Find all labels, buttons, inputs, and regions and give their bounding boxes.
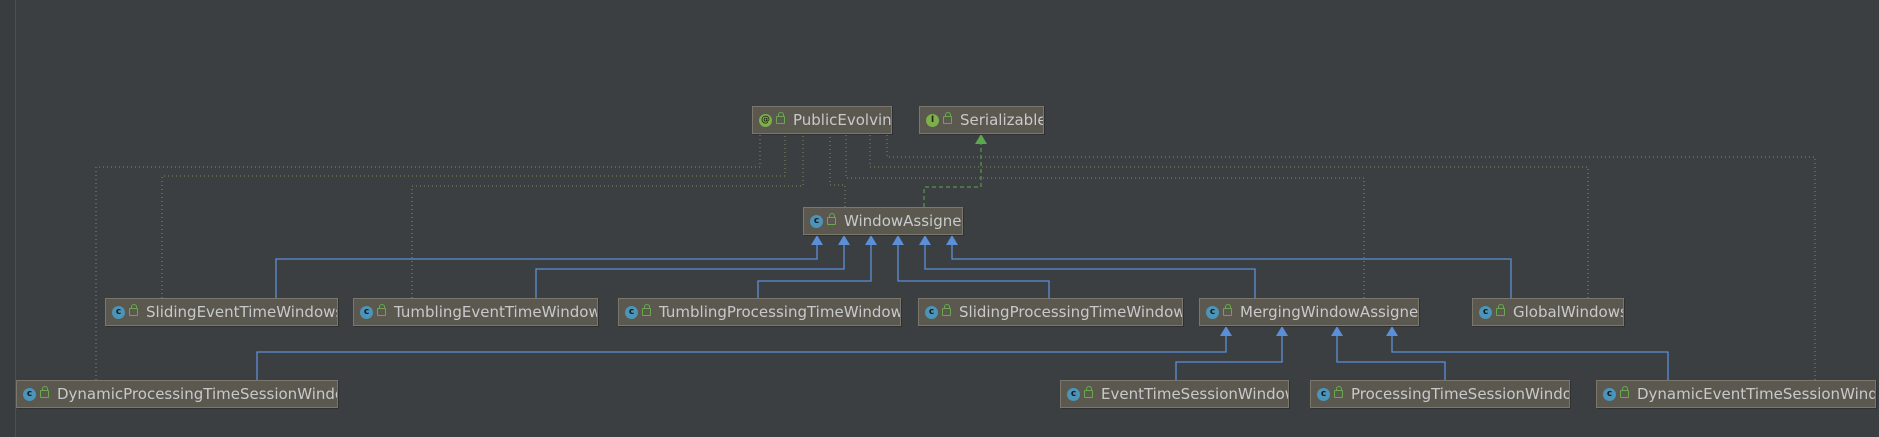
extends-edge xyxy=(897,245,1050,298)
node-dynamicprocessingtimesessionwindows[interactable]: c DynamicProcessingTimeSessionWindows xyxy=(16,380,338,408)
public-access-icon xyxy=(40,386,49,398)
extends-edge xyxy=(757,245,872,298)
extends-arrowhead xyxy=(838,235,850,245)
node-label: EventTimeSessionWindows xyxy=(1101,385,1289,403)
node-label: GlobalWindows xyxy=(1513,303,1624,321)
implements-arrowhead xyxy=(975,134,987,144)
node-mergingwindowassigner[interactable]: c MergingWindowAssigner xyxy=(1199,298,1419,326)
extends-edge xyxy=(1175,336,1283,380)
node-globalwindows[interactable]: c GlobalWindows xyxy=(1472,298,1624,326)
extends-arrowhead xyxy=(1220,326,1232,336)
annotation-edge xyxy=(411,134,804,298)
editor-gutter xyxy=(0,0,16,437)
extends-edge xyxy=(924,245,1256,298)
node-tumblingeventtimewindows[interactable]: c TumblingEventTimeWindows xyxy=(353,298,598,326)
class-icon: c xyxy=(1603,387,1616,401)
public-access-icon xyxy=(1334,386,1343,398)
public-access-icon xyxy=(776,112,785,124)
public-access-icon xyxy=(827,213,836,225)
class-icon: c xyxy=(1067,387,1080,401)
node-label: ProcessingTimeSessionWindows xyxy=(1351,385,1570,403)
extends-edge xyxy=(535,245,845,298)
node-serializable[interactable]: I Serializable xyxy=(919,106,1044,134)
public-access-icon xyxy=(1223,304,1232,316)
class-icon: c xyxy=(1206,305,1219,319)
extends-arrowhead xyxy=(1386,326,1398,336)
extends-edge xyxy=(256,336,1227,380)
class-icon: c xyxy=(23,387,36,401)
public-access-icon xyxy=(129,304,138,316)
node-label: TumblingEventTimeWindows xyxy=(394,303,598,321)
public-access-icon xyxy=(942,304,951,316)
node-label: DynamicEventTimeSessionWindows xyxy=(1637,385,1875,403)
extends-arrowhead xyxy=(892,235,904,245)
node-label: PublicEvolving xyxy=(793,111,892,129)
extends-edge xyxy=(1391,336,1669,380)
node-windowassigner[interactable]: c WindowAssigner xyxy=(803,207,963,235)
node-slidingeventtimewindows[interactable]: c SlidingEventTimeWindows xyxy=(105,298,338,326)
public-access-icon xyxy=(642,304,651,316)
annotation-edge xyxy=(829,134,846,207)
extends-arrowhead xyxy=(1276,326,1288,336)
node-tumblingprocessingtimewindows[interactable]: c TumblingProcessingTimeWindows xyxy=(618,298,901,326)
public-access-icon xyxy=(943,112,952,124)
node-label: SlidingEventTimeWindows xyxy=(146,303,338,321)
node-eventtimesessionwindows[interactable]: c EventTimeSessionWindows xyxy=(1060,380,1289,408)
node-label: Serializable xyxy=(960,111,1044,129)
node-dynamiceventtimesessionwindows[interactable]: c DynamicEventTimeSessionWindows xyxy=(1596,380,1876,408)
annotation-icon: @ xyxy=(759,113,772,127)
node-slidingprocessingtimewindows[interactable]: c SlidingProcessingTimeWindows xyxy=(918,298,1183,326)
extends-arrowhead xyxy=(1331,326,1343,336)
public-access-icon xyxy=(1084,386,1093,398)
node-label: SlidingProcessingTimeWindows xyxy=(959,303,1183,321)
extends-edge xyxy=(1336,336,1446,380)
node-label: DynamicProcessingTimeSessionWindows xyxy=(57,385,338,403)
extends-edge xyxy=(951,245,1512,298)
interface-icon: I xyxy=(926,113,939,127)
annotation-edge xyxy=(869,134,1589,298)
annotation-edge xyxy=(95,134,761,380)
class-icon: c xyxy=(1479,305,1492,319)
extends-edge xyxy=(275,245,818,298)
public-access-icon xyxy=(1620,386,1629,398)
node-publicevolving[interactable]: @ PublicEvolving xyxy=(752,106,892,134)
extends-arrowhead xyxy=(946,235,958,245)
extends-arrowhead xyxy=(811,235,823,245)
class-icon: c xyxy=(625,305,638,319)
class-icon: c xyxy=(810,214,823,228)
annotation-edge xyxy=(161,134,786,298)
node-label: TumblingProcessingTimeWindows xyxy=(659,303,901,321)
public-access-icon xyxy=(1496,304,1505,316)
annotation-edge xyxy=(886,134,1816,380)
class-icon: c xyxy=(1317,387,1330,401)
node-processingtimesessionwindows[interactable]: c ProcessingTimeSessionWindows xyxy=(1310,380,1570,408)
annotation-edge xyxy=(845,134,1365,298)
class-icon: c xyxy=(360,305,373,319)
extends-arrowhead xyxy=(865,235,877,245)
public-access-icon xyxy=(377,304,386,316)
class-icon: c xyxy=(112,305,125,319)
node-label: WindowAssigner xyxy=(844,212,963,230)
class-icon: c xyxy=(925,305,938,319)
implements-edge xyxy=(923,144,982,207)
extends-arrowhead xyxy=(919,235,931,245)
node-label: MergingWindowAssigner xyxy=(1240,303,1419,321)
